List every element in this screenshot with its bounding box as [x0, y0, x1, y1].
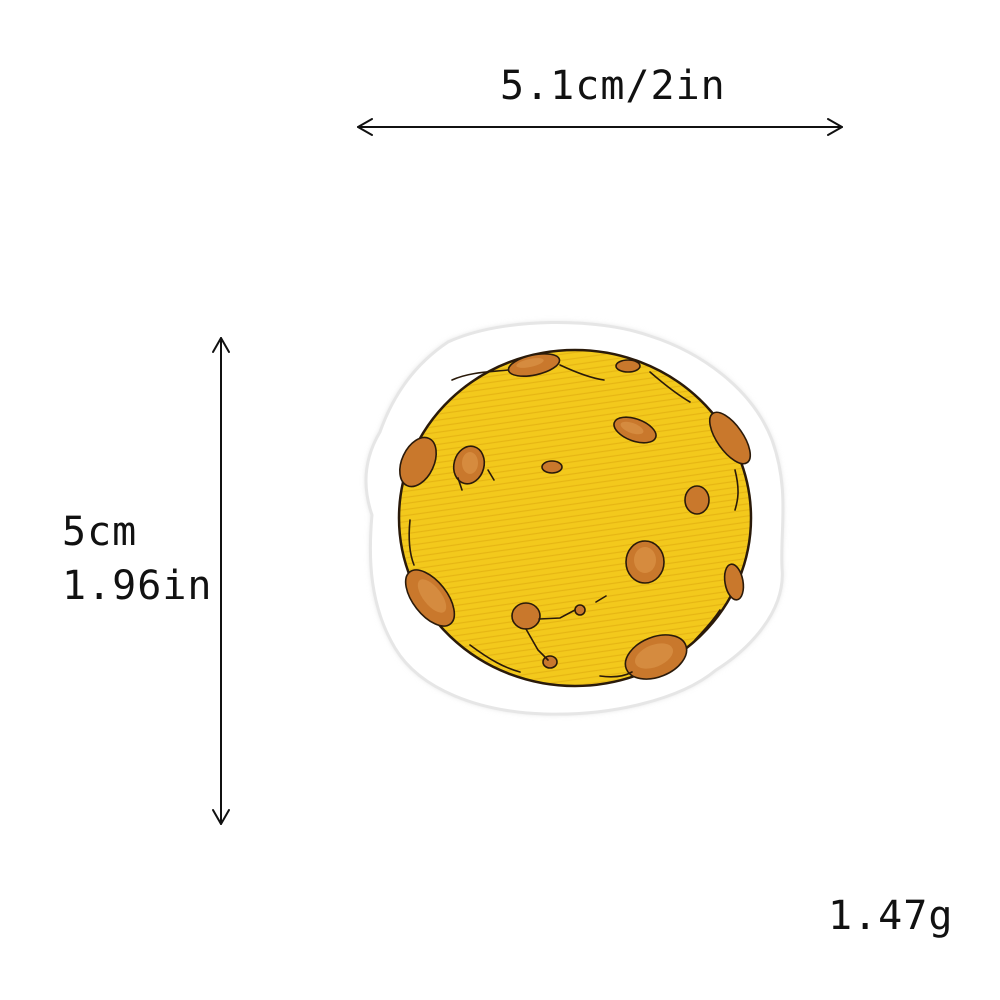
weight-label: 1.47g	[828, 893, 954, 939]
moon-body	[397, 348, 753, 688]
height-dimension-label-cm: 5cm	[62, 509, 138, 555]
crater-right-mid	[684, 485, 710, 515]
height-arrow	[212, 337, 230, 825]
crater-highlights	[417, 358, 673, 669]
crater-left-edge-top	[399, 436, 437, 488]
crater-right-edge-top	[708, 411, 752, 465]
crater-tiny-left	[574, 604, 586, 616]
crater-center-small	[541, 460, 563, 474]
width-dimension-label: 5.1cm/2in	[500, 63, 726, 109]
height-dimension-label-in: 1.96in	[62, 563, 213, 609]
crater-lower-left	[511, 602, 541, 630]
crater-top-right	[615, 359, 641, 373]
width-arrow	[357, 118, 843, 136]
moon-surface-lines	[408, 364, 739, 678]
crater-right-edge-low	[723, 563, 745, 601]
